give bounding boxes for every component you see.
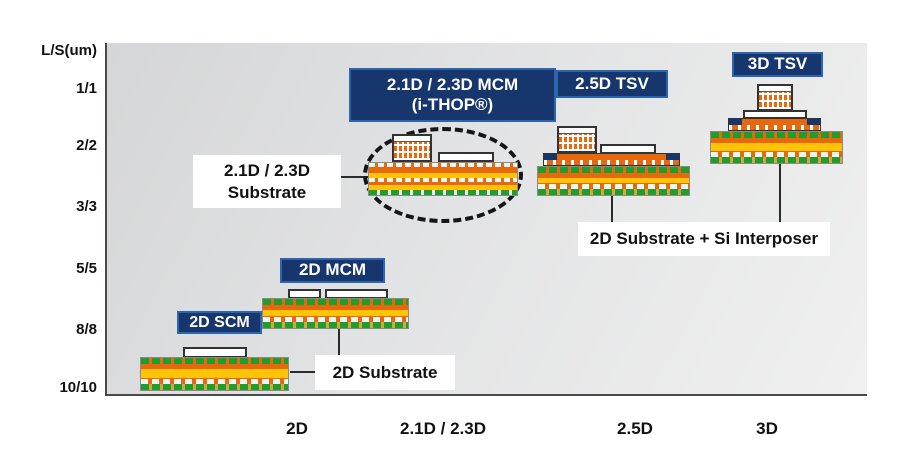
- scm-substrate-icon: [140, 357, 289, 391]
- connector-25d-to-subsi-label: [611, 196, 613, 222]
- label-21d-mcm: 2.1D / 2.3D MCM (i-THOP®): [349, 68, 556, 122]
- substrate-3d-icon: [710, 131, 843, 164]
- stacked-die-icon-25d: [557, 126, 597, 153]
- connector-mcm-to-sub2d-label: [338, 329, 340, 355]
- connector-scm-to-sub2d-label: [290, 371, 315, 373]
- stacked-die-icon-3d: [757, 84, 793, 111]
- callout-21d-substrate: 2.1D / 2.3D Substrate: [193, 155, 341, 208]
- y-axis-title: L/S(um): [41, 42, 97, 59]
- si-interposer-icon-25d: [543, 153, 680, 166]
- connector-sub21-to-package: [341, 176, 371, 178]
- connector-3d-to-subsi-label: [779, 164, 781, 222]
- label-2d-scm: 2D SCM: [177, 311, 262, 334]
- si-interposer-icon-3d: [728, 118, 821, 131]
- flat-die-icon-21d: [438, 152, 494, 162]
- callout-2d-substrate-si-interposer: 2D Substrate + Si Interposer: [578, 222, 830, 256]
- highlight-ellipse: [363, 127, 523, 223]
- x-tick-21d: 2.1D / 2.3D: [400, 419, 486, 438]
- y-tick-3-3: 3/3: [76, 198, 97, 215]
- x-tick-3d: 3D: [756, 419, 778, 438]
- y-tick-8-8: 8/8: [76, 321, 97, 338]
- stacked-die-icon-21d: [392, 134, 432, 162]
- substrate-21d-icon: [368, 162, 518, 196]
- label-2d-mcm: 2D MCM: [280, 258, 385, 283]
- label-3d-tsv: 3D TSV: [732, 52, 823, 77]
- x-tick-25d: 2.5D: [617, 419, 653, 438]
- label-25d-tsv: 2.5D TSV: [556, 70, 668, 98]
- x-tick-2d: 2D: [286, 419, 308, 438]
- y-tick-10-10: 10/10: [59, 379, 97, 396]
- y-tick-2-2: 2/2: [76, 137, 97, 154]
- mcm-substrate-icon: [262, 298, 409, 329]
- substrate-25d-icon: [537, 166, 690, 196]
- y-tick-5-5: 5/5: [76, 260, 97, 277]
- callout-2d-substrate: 2D Substrate: [315, 355, 455, 390]
- y-tick-1-1: 1/1: [76, 80, 97, 97]
